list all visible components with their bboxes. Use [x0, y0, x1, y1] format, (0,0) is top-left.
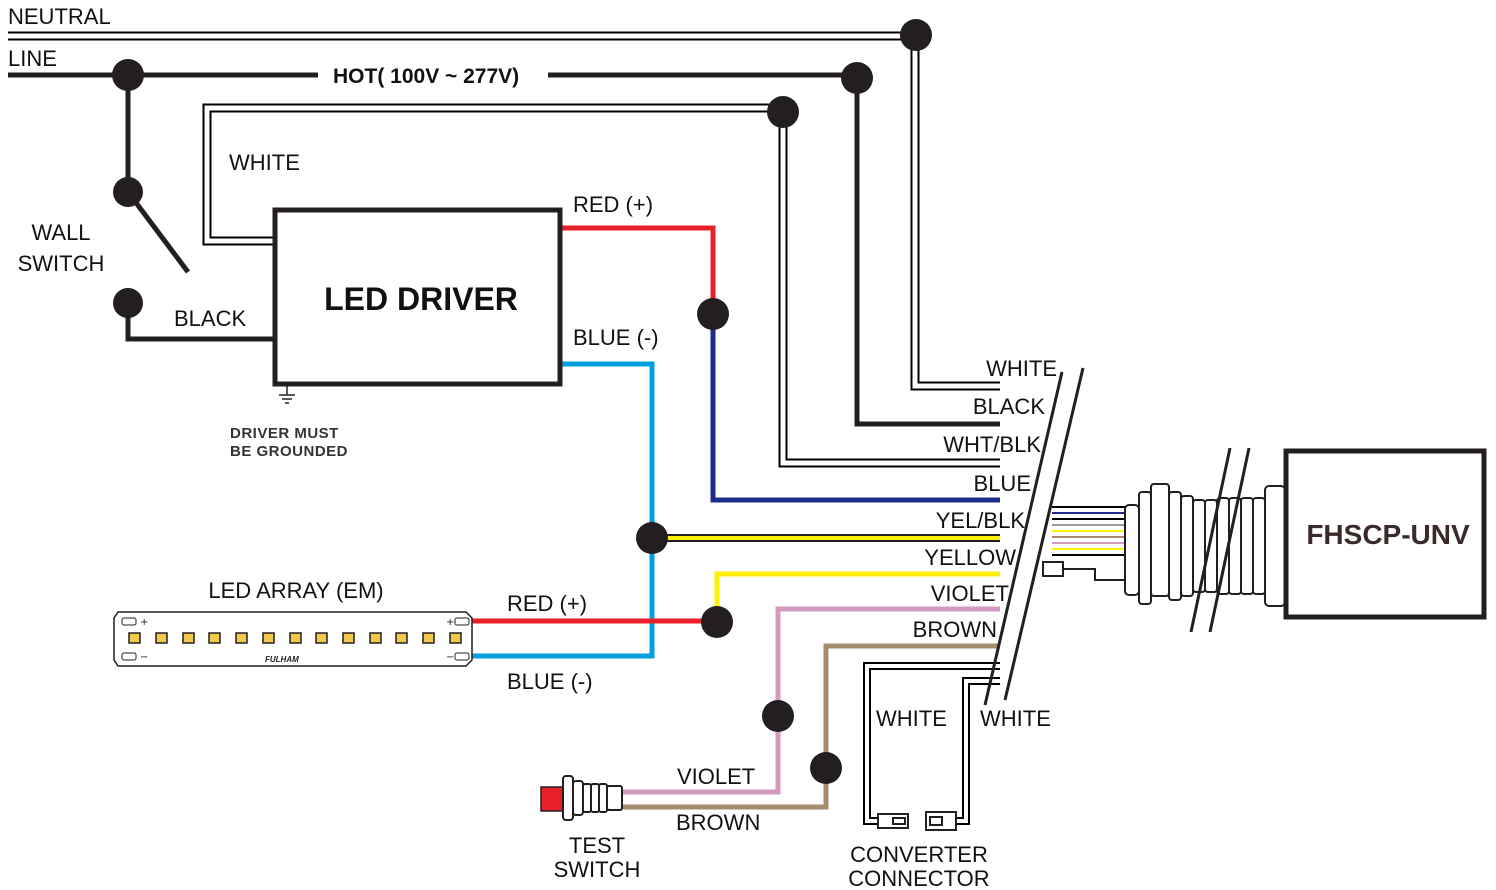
bundle-break: [983, 367, 1085, 706]
led-driver-label: LED DRIVER: [324, 281, 518, 317]
bundle-yellow-label: YELLOW: [924, 545, 1016, 570]
converter-connector-label-1: CONVERTER: [850, 842, 988, 867]
bundle-wht-blk-label: WHT/BLK: [943, 432, 1041, 457]
converter-white-left-label: WHITE: [876, 706, 947, 731]
bundle-brown-label: BROWN: [913, 617, 997, 642]
red-driver-label: RED (+): [573, 192, 653, 217]
svg-text:+: +: [140, 617, 148, 628]
led-array-label: LED ARRAY (EM): [208, 578, 383, 603]
threaded-connector: [1124, 483, 1286, 607]
test-switch: [540, 775, 623, 821]
led-array-brand: FULHAM: [265, 655, 299, 664]
line-label: LINE: [8, 46, 57, 71]
bundle-blue-label: BLUE: [974, 471, 1031, 496]
led-driver-box: [272, 207, 563, 387]
led-array: + − + − FULHAM: [113, 611, 473, 667]
blue-driver-wire: [472, 361, 655, 659]
bundle-yel-blk-label: YEL/BLK: [936, 508, 1026, 533]
test-switch-label-1: TEST: [569, 833, 625, 858]
test-switch-label-2: SWITCH: [554, 857, 641, 882]
converter-connector: [877, 811, 957, 831]
wall-switch-label-1: WALL: [31, 220, 90, 245]
svg-text:−: −: [446, 652, 454, 663]
module-box: [1283, 448, 1487, 620]
black-driver-label: BLACK: [174, 306, 246, 331]
wall-switch: [113, 177, 143, 318]
brown-wire: [622, 643, 1045, 810]
hot-voltage-label: HOT( 100V ~ 277V): [333, 65, 519, 88]
module-label: FHSCP-UNV: [1306, 519, 1470, 550]
ground-icon: [279, 384, 295, 404]
converter-connector-label-2: CONNECTOR: [848, 866, 989, 890]
brown-switch-label: BROWN: [676, 810, 760, 835]
converter-white-right-label: WHITE: [980, 706, 1051, 731]
blue-array-label: BLUE (-): [507, 669, 593, 694]
bundle-wires: [1042, 506, 1128, 581]
module-break: [1189, 447, 1251, 633]
bundle-white-label: WHITE: [986, 356, 1057, 381]
violet-switch-label: VIOLET: [677, 764, 755, 789]
neutral-label: NEUTRAL: [8, 4, 111, 29]
driver-ground-note-2: BE GROUNDED: [230, 443, 348, 460]
junction-dots: [112, 19, 932, 784]
wall-switch-label-2: SWITCH: [18, 251, 105, 276]
driver-ground-note-1: DRIVER MUST: [230, 425, 339, 442]
blue-driver-label: BLUE (-): [573, 325, 659, 350]
red-driver-wire: [560, 225, 716, 314]
red-array-label: RED (+): [507, 591, 587, 616]
svg-text:+: +: [446, 617, 454, 628]
bundle-violet-label: VIOLET: [931, 581, 1009, 606]
blue-bundle-wire: [710, 314, 1045, 503]
line-hot-wire: [8, 72, 1045, 427]
yellow-wire: [714, 571, 1045, 621]
bundle-black-label: BLACK: [973, 394, 1045, 419]
white-driver-label: WHITE: [229, 150, 300, 175]
white-driver-wire: [202, 103, 1045, 468]
svg-text:−: −: [140, 652, 148, 663]
